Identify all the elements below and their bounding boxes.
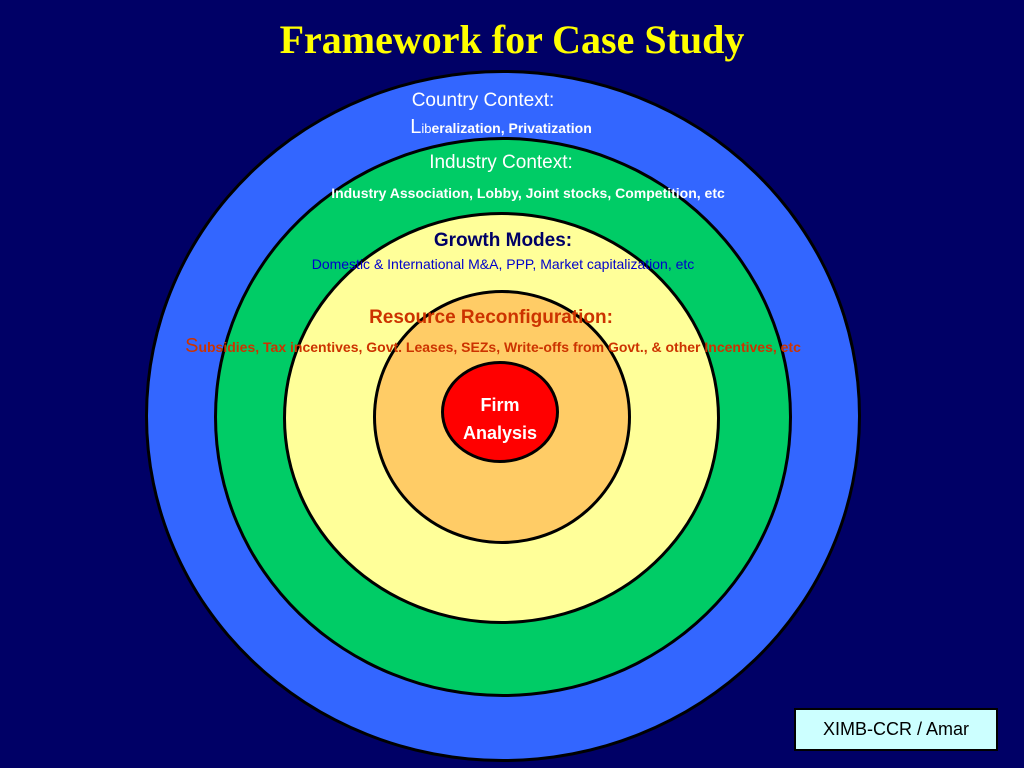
resource-detail-initial: S [185, 335, 199, 357]
firm-analysis-core [441, 361, 559, 463]
country-context-heading: Country Context: [411, 90, 555, 111]
credit-text: XIMB-CCR / Amar [822, 719, 969, 739]
resource-detail-rest: ubsidies, Tax incentives, Govt. Leases, … [198, 339, 801, 355]
country-context-detail: Liberalization, Privatization [312, 116, 690, 139]
country-detail-rest: eralization, Privatization [431, 120, 592, 136]
firm-label-line1: Firm [480, 395, 520, 415]
growth-modes-heading: Growth Modes: [433, 230, 573, 251]
slide-title: Framework for Case Study [279, 17, 745, 62]
resource-reconfiguration-detail: Subsidies, Tax incentives, Govt. Leases,… [60, 335, 926, 358]
growth-modes-detail: Domestic & International M&A, PPP, Marke… [311, 256, 695, 272]
credit-box: XIMB-CCR / Amar [794, 708, 998, 751]
industry-context-detail: Industry Association, Lobby, Joint stock… [331, 185, 725, 201]
resource-reconfiguration-heading: Resource Reconfiguration: [369, 307, 613, 328]
country-detail-initial: L [410, 116, 422, 138]
country-detail-small: ib [421, 121, 432, 136]
firm-analysis-label: Firm Analysis [441, 391, 559, 447]
firm-label-line2: Analysis [462, 423, 538, 443]
industry-context-heading: Industry Context: [429, 152, 573, 173]
